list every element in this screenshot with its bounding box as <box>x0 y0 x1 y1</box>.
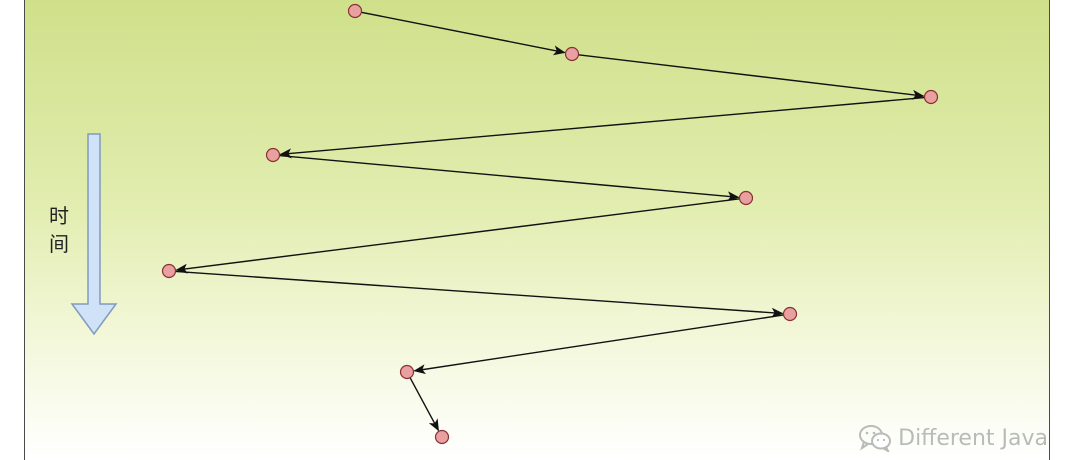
watermark: Different Java <box>858 424 1048 452</box>
time-label-char-2: 间 <box>49 232 69 256</box>
node-9 <box>434 429 450 445</box>
watermark-text: Different Java <box>898 425 1048 451</box>
edge-3-to-4 <box>279 96 925 159</box>
node-3 <box>923 89 939 105</box>
edge-1-to-2 <box>361 11 566 56</box>
time-label-char-1: 时 <box>49 204 69 228</box>
wechat-icon <box>859 425 892 452</box>
time-direction-arrow <box>70 133 118 336</box>
edge-7-to-8 <box>413 314 784 375</box>
diagram-panel <box>24 0 1050 460</box>
edge-8-to-9 <box>409 377 440 432</box>
edge-2-to-3 <box>578 54 925 100</box>
node-4 <box>265 147 281 163</box>
node-1 <box>347 3 363 19</box>
node-6 <box>161 263 177 279</box>
node-2 <box>564 46 580 62</box>
edge-4-to-5 <box>279 154 740 202</box>
edge-6-to-7 <box>175 270 784 318</box>
node-8 <box>399 364 415 380</box>
node-7 <box>782 306 798 322</box>
edge-5-to-6 <box>175 198 740 274</box>
node-5 <box>738 190 754 206</box>
